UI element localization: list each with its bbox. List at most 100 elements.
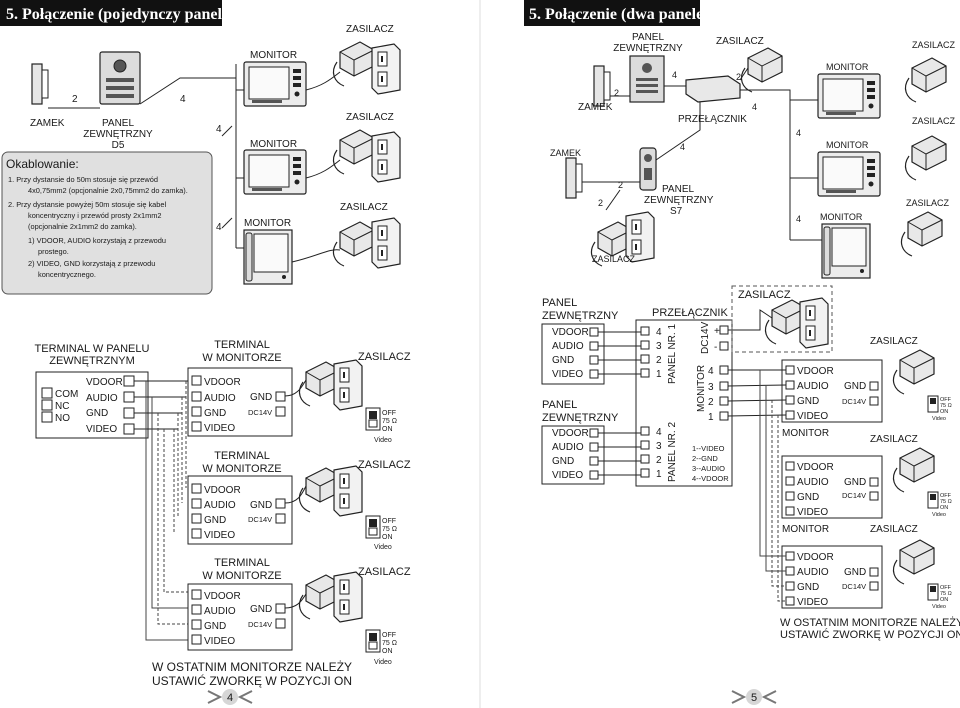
monitor-icon-3 [243, 229, 293, 285]
svg-text:VDOOR: VDOOR [86, 377, 123, 388]
monitor-label-3: MONITOR [244, 218, 291, 229]
r-switcher-panel1: 4 3 2 1 PANEL NR. 1 [640, 324, 678, 384]
svg-text:VIDEO: VIDEO [204, 530, 235, 541]
jumper-switch-3: OFF 75 Ω ON Video [365, 629, 397, 666]
r-zasilacz-4: ZASILACZ [870, 336, 918, 347]
svg-text:AUDIO: AUDIO [797, 381, 829, 392]
r-p1-audio: AUDIO [552, 341, 584, 352]
right-wire-2b: 2 [736, 72, 741, 82]
r-switcher-dc: DC14V + - [700, 321, 729, 354]
adapter-icon-1 [332, 41, 375, 87]
svg-text:VIDEO: VIDEO [204, 636, 235, 647]
svg-text:MONITOR: MONITOR [782, 428, 829, 439]
svg-text:2: 2 [708, 397, 714, 408]
right-wire-2a: 2 [614, 88, 619, 98]
jumper-switch-1: OFF 75 Ω ON Video [365, 407, 397, 444]
r-switcher-title: PRZEŁĄCZNIK [652, 307, 728, 319]
svg-text:GND: GND [844, 567, 866, 578]
right-wire-4d: 4 [796, 128, 801, 138]
cabling-line-7: prostego. [38, 247, 69, 256]
svg-text:MONITOR: MONITOR [696, 365, 707, 412]
left-header-title: 5. Połączenie (pojedynczy panel) [6, 6, 227, 23]
svg-text:VDOOR: VDOOR [204, 485, 241, 496]
s7-label-3: S7 [670, 206, 683, 217]
svg-text:4: 4 [656, 327, 662, 338]
r-terminal-panel2-l1: PANEL [542, 399, 577, 411]
monitor-icon-2 [243, 149, 307, 195]
svg-text:75 Ω: 75 Ω [382, 418, 397, 425]
wire-count-4c: 4 [216, 222, 222, 233]
svg-text:4: 4 [656, 427, 662, 438]
monitor-label-1: MONITOR [250, 50, 297, 61]
svg-text:GND: GND [250, 392, 272, 403]
cabling-line-9: koncentrycznego. [38, 270, 96, 279]
r-adapter-4 [892, 349, 935, 395]
svg-text:OFF: OFF [382, 410, 396, 417]
svg-text:TERMINAL: TERMINAL [214, 557, 270, 569]
right-page: 5. Połączenie (dwa panele) PANEL ZEWNĘTR… [524, 0, 960, 705]
r-socket-sw [799, 297, 829, 349]
svg-text:Video: Video [374, 659, 392, 666]
cabling-title: Okablowanie: [6, 157, 79, 171]
r-monitor-icon-1 [817, 73, 881, 119]
svg-text:GND: GND [797, 492, 819, 503]
svg-text:2: 2 [656, 455, 662, 466]
r-monitor-terminal-1: VDOOR AUDIO GND VIDEO GND DC14V MONITOR [781, 359, 883, 439]
right-wire-4e: 4 [796, 214, 801, 224]
r-p2-vdoor: VDOOR [552, 428, 589, 439]
svg-text:AUDIO: AUDIO [204, 393, 236, 404]
svg-text:Video: Video [374, 544, 392, 551]
svg-text:VIDEO: VIDEO [86, 424, 117, 435]
svg-text:AUDIO: AUDIO [797, 477, 829, 488]
svg-text:GND: GND [86, 408, 108, 419]
door-panel-s7-icon [639, 147, 657, 191]
left-note-2: USTAWIĆ ZWORKĘ W POZYCJI ON [152, 673, 352, 688]
adapter-icon-3 [332, 221, 375, 267]
cabling-line-1: 1. Przy dystansie do 50m stosuje się prz… [8, 175, 158, 184]
svg-text:Video: Video [932, 416, 946, 422]
svg-text:AUDIO: AUDIO [797, 567, 829, 578]
r-zasilacz-1: ZASILACZ [912, 40, 956, 50]
right-wire-2c: 2 [618, 180, 623, 190]
lock-icon [31, 63, 49, 105]
svg-text:DC14V: DC14V [842, 397, 866, 406]
socket-icon-1 [371, 43, 401, 95]
r-zasilacz-2: ZASILACZ [912, 116, 956, 126]
right-panel-label-1: PANEL [632, 32, 664, 43]
svg-text:ON: ON [940, 409, 948, 415]
r-monitor-label-2: MONITOR [826, 140, 869, 150]
lock-terminals: COM NC NO [41, 387, 78, 424]
r-terminal-panel1-l1: PANEL [542, 297, 577, 309]
r-adapter-3 [900, 211, 943, 257]
socket-icon-3 [371, 217, 401, 269]
r-p1-vdoor: VDOOR [552, 327, 589, 338]
svg-text:Video: Video [932, 604, 946, 610]
svg-text:4--VDOOR: 4--VDOOR [692, 474, 729, 483]
svg-text:3--AUDIO: 3--AUDIO [692, 464, 725, 473]
svg-text:2--GND: 2--GND [692, 454, 718, 463]
wire-count-4: 4 [180, 94, 186, 105]
terminal-panel-label-2: ZEWNĘTRZNYM [49, 355, 135, 367]
monitor-terminal-1: TERMINAL W MONITORZE VDOOR AUDIO GND VID… [187, 339, 293, 437]
svg-text:VIDEO: VIDEO [797, 507, 828, 518]
svg-text:1--VIDEO: 1--VIDEO [692, 444, 725, 453]
svg-text:PANEL NR. 2: PANEL NR. 2 [667, 422, 678, 482]
monitor-icon-1 [243, 61, 307, 107]
svg-text:75 Ω: 75 Ω [940, 591, 952, 597]
zasilacz-right-top: ZASILACZ [716, 36, 764, 47]
r-p2-gnd: GND [552, 456, 574, 467]
page-number-right: 5 [731, 689, 777, 705]
r-switcher-panel2: 4 3 2 1 PANEL NR. 2 [640, 422, 678, 482]
right-header-bar [524, 0, 700, 26]
svg-text:GND: GND [797, 396, 819, 407]
svg-text:Video: Video [932, 512, 946, 518]
lock-icon-right-2 [565, 157, 583, 199]
svg-text:+: + [714, 326, 720, 337]
svg-text:DC14V: DC14V [700, 321, 711, 354]
svg-text:OFF: OFF [940, 397, 952, 403]
right-note-2: USTAWIĆ ZWORKĘ W POZYCJI ON [780, 628, 960, 641]
svg-text:OFF: OFF [940, 585, 952, 591]
r-p2-audio: AUDIO [552, 442, 584, 453]
svg-text:NC: NC [55, 401, 69, 412]
